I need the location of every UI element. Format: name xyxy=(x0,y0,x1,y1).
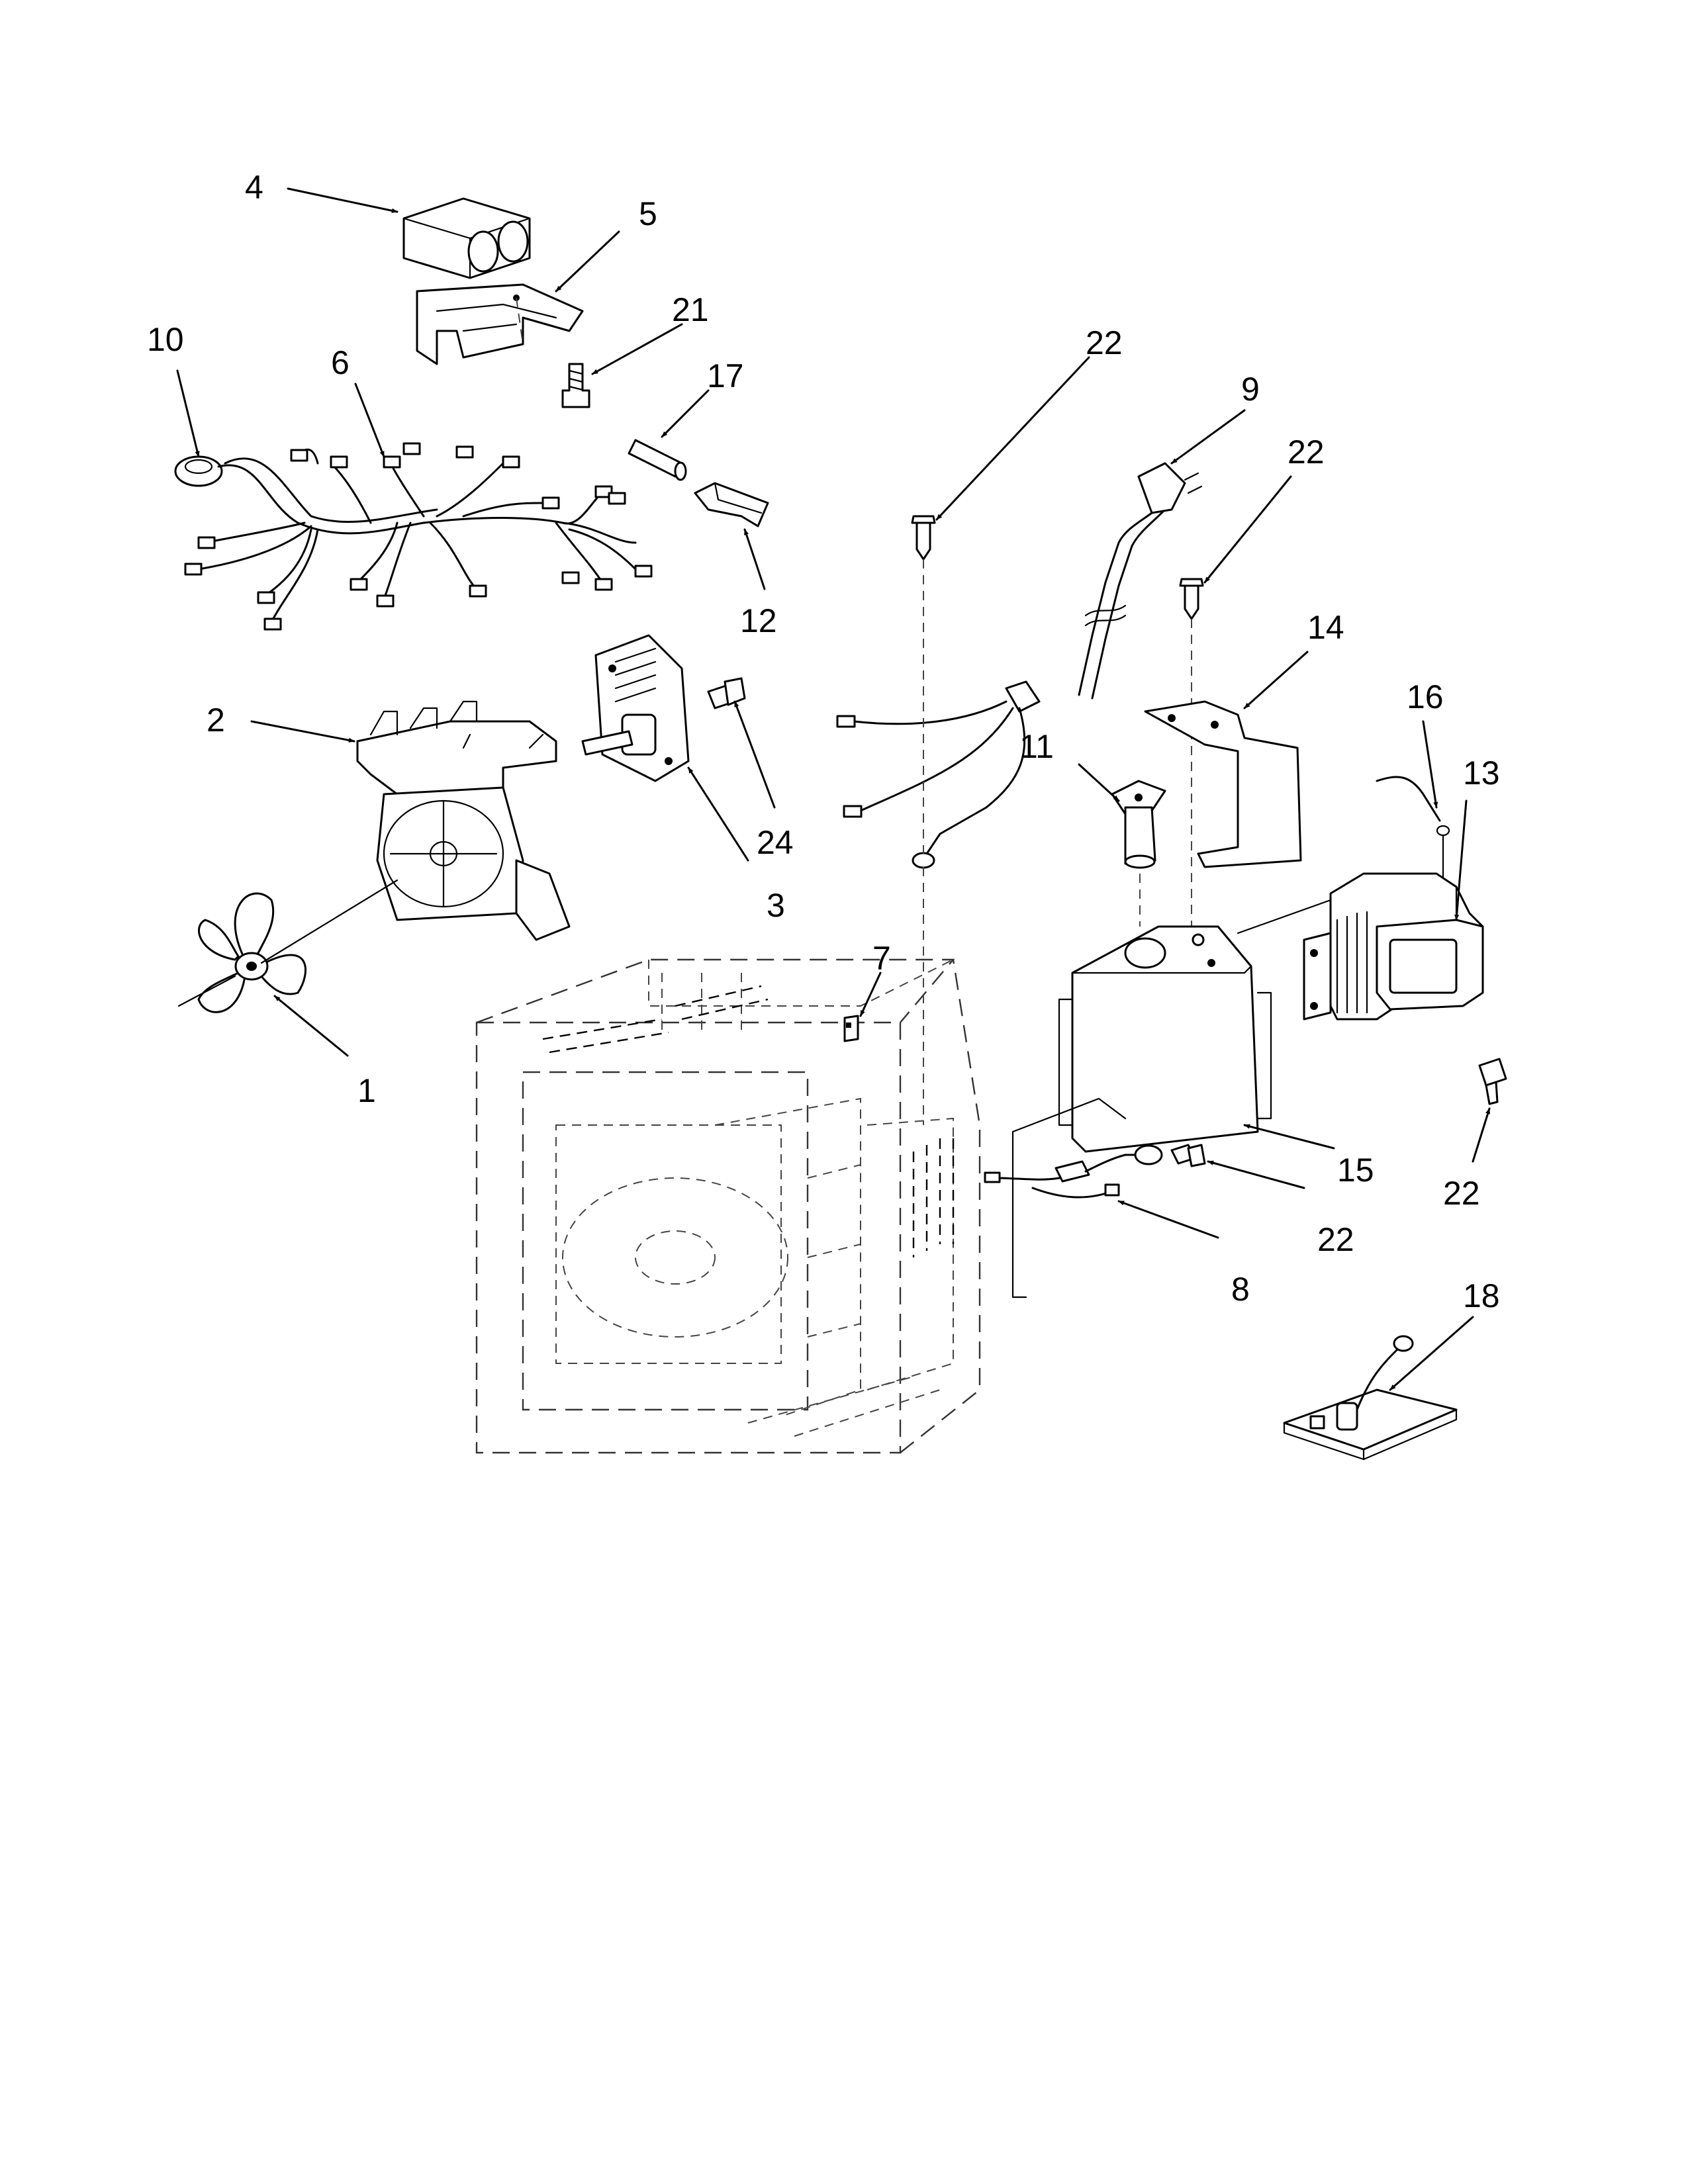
callout-14: 14 xyxy=(1307,609,1344,646)
callout-1: 1 xyxy=(357,1072,376,1109)
callout-6: 6 xyxy=(331,344,350,381)
magnetron xyxy=(1303,872,1484,1021)
power-cord xyxy=(836,462,1203,869)
callout-13: 13 xyxy=(1463,754,1500,792)
high-voltage-diode xyxy=(1111,780,1166,927)
callout-5: 5 xyxy=(639,195,657,232)
wire-harness xyxy=(174,442,653,631)
interlock-switch xyxy=(843,1015,859,1042)
callout-7: 7 xyxy=(872,940,891,977)
callout-2: 2 xyxy=(207,702,225,739)
callout-18: 18 xyxy=(1463,1277,1500,1314)
magnetron-screw xyxy=(1478,1058,1507,1105)
callout-16: 16 xyxy=(1407,678,1444,715)
vent-holes xyxy=(542,985,955,1257)
callout-22-top: 22 xyxy=(1086,324,1123,361)
callout-labels: 4 5 10 6 21 17 12 2 24 3 1 7 22 9 22 14 … xyxy=(147,169,1500,1314)
callout-8: 8 xyxy=(1231,1271,1250,1308)
callout-17: 17 xyxy=(707,357,744,394)
jumper-wire xyxy=(1376,776,1450,882)
bracket-screw xyxy=(561,363,590,408)
mounting-screw-mid xyxy=(1179,578,1204,927)
noise-filter-board xyxy=(1283,1335,1458,1461)
callout-3: 3 xyxy=(767,887,785,924)
fan-blade xyxy=(177,879,399,1013)
callout-22-mid: 22 xyxy=(1288,433,1325,471)
callout-4: 4 xyxy=(245,169,263,206)
harness-terminals xyxy=(184,442,653,631)
ground-wire xyxy=(984,1097,1206,1298)
capacitor-bracket xyxy=(416,283,584,365)
callout-11: 11 xyxy=(1019,728,1054,765)
callout-24: 24 xyxy=(757,824,794,861)
motor-screw xyxy=(707,677,746,709)
callout-22-lower: 22 xyxy=(1443,1175,1480,1212)
mounting-screw-top xyxy=(911,515,936,1125)
fuse-holder xyxy=(694,482,769,527)
callout-22-right: 22 xyxy=(1317,1221,1354,1258)
leader-arrows xyxy=(176,187,1491,1391)
fan-housing xyxy=(356,700,571,941)
capacitor xyxy=(402,197,531,279)
callout-12: 12 xyxy=(740,602,777,639)
fuse xyxy=(628,439,687,481)
microwave-cavity xyxy=(475,958,981,1454)
fan-motor xyxy=(581,634,690,782)
transformer-shield xyxy=(1058,899,1332,1153)
callout-21: 21 xyxy=(672,291,709,328)
callout-9: 9 xyxy=(1241,371,1260,408)
transformer-bracket xyxy=(1144,700,1302,868)
callout-15: 15 xyxy=(1337,1152,1374,1189)
callout-10: 10 xyxy=(147,321,184,358)
